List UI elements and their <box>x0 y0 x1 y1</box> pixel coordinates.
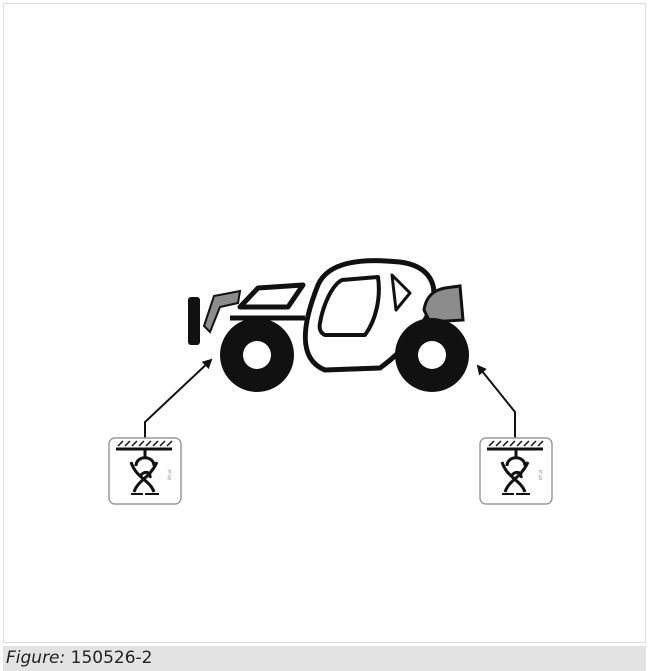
left-arrow <box>145 360 211 438</box>
figure-caption: Figure: 150526-2 <box>3 646 646 671</box>
boom-outline <box>240 285 303 307</box>
svg-text:lift pt: lift pt <box>167 469 172 480</box>
lifting-points-diagram: lift pt lift pt <box>0 0 651 645</box>
right-lifting-decal-icon: lift pt <box>480 438 552 504</box>
rear-post <box>188 297 200 345</box>
left-lifting-decal-icon: lift pt <box>109 438 181 504</box>
front-wheel <box>395 318 469 392</box>
caption-label: Figure: <box>6 648 65 668</box>
right-arrow <box>478 366 515 438</box>
rear-wheel <box>220 318 294 392</box>
caption-number: 150526-2 <box>71 648 153 668</box>
telehandler-icon <box>188 261 469 392</box>
svg-text:lift pt: lift pt <box>538 469 543 480</box>
